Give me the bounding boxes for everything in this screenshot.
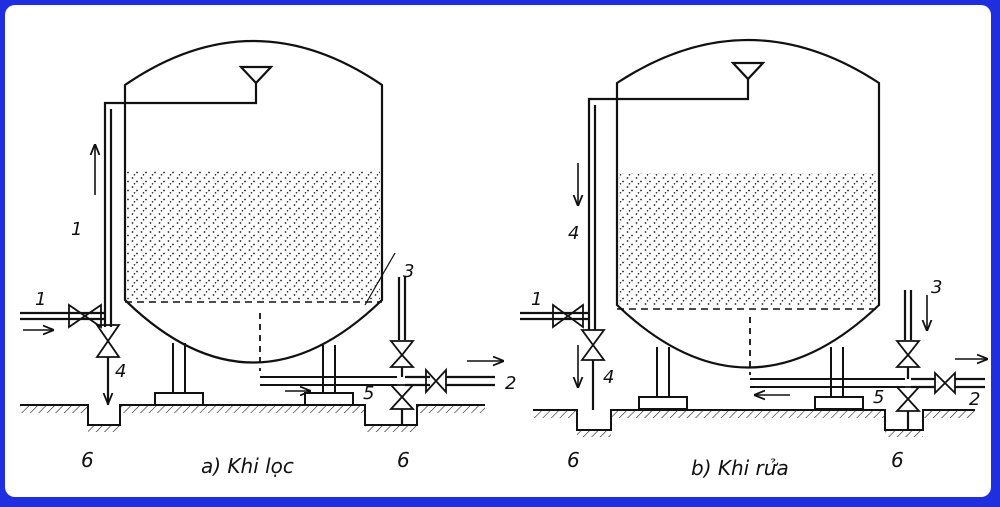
label-b-bottom-valve: 5: [873, 387, 884, 408]
label-a-bottom-valve: 5: [363, 383, 374, 404]
label-a-pipe-up: 1: [71, 219, 82, 240]
tank-legs-b: [638, 347, 864, 410]
outlet-valve-a: [425, 367, 447, 395]
label-b-top-right: 3: [931, 277, 942, 298]
label-b-drain-valve: 4: [603, 367, 614, 388]
label-b-pipe-up: 4: [568, 223, 579, 244]
ground-a: [20, 404, 485, 432]
outlet-valve-b: [934, 370, 956, 396]
top-valve-b: [894, 340, 922, 368]
funnel-b: [730, 61, 766, 81]
bottom-valve-a: [388, 384, 416, 410]
tank-b: [615, 38, 881, 369]
funnel-a: [238, 65, 274, 85]
label-a-outlet-right: 2: [505, 373, 516, 394]
top-valve-a: [388, 340, 416, 368]
filter-media-b: [619, 173, 877, 305]
label-a-inlet-left: 1: [35, 289, 46, 310]
label-a-drain-valve: 4: [115, 361, 126, 382]
label-a-pit-right: 6: [397, 448, 410, 472]
inlet-pipe-a: [103, 83, 258, 327]
ground-b: [533, 409, 975, 437]
filter-media-a: [127, 170, 380, 300]
bottom-valve-b: [894, 386, 922, 412]
inlet-valve-b: [552, 303, 584, 329]
caption-a: a) Khi lọc: [201, 454, 294, 478]
diagram-frame: 1 1 4 3 2 5 6 6 a) Khi lọc: [5, 5, 991, 497]
inlet-valve-a: [68, 303, 102, 329]
label-a-pit-left: 6: [81, 448, 94, 472]
label-b-pit-left: 6: [567, 448, 580, 472]
tank-legs-a: [154, 343, 354, 406]
label-b-pit-right: 6: [891, 448, 904, 472]
drain-valve-a: [95, 324, 121, 358]
tank-a: [123, 39, 384, 364]
label-a-top-right: 3: [403, 261, 414, 282]
label-b-outlet-right: 2: [969, 389, 980, 410]
label-b-inlet-left: 1: [531, 289, 542, 310]
caption-b: b) Khi rửa: [691, 456, 789, 480]
panel-a-filtering: [20, 39, 503, 432]
inlet-pipe-b: [587, 79, 750, 330]
panel-b-backwash: [520, 38, 987, 437]
drain-valve-b: [580, 329, 606, 361]
filter-diagram: 1 1 4 3 2 5 6 6 a) Khi lọc: [20, 38, 991, 480]
